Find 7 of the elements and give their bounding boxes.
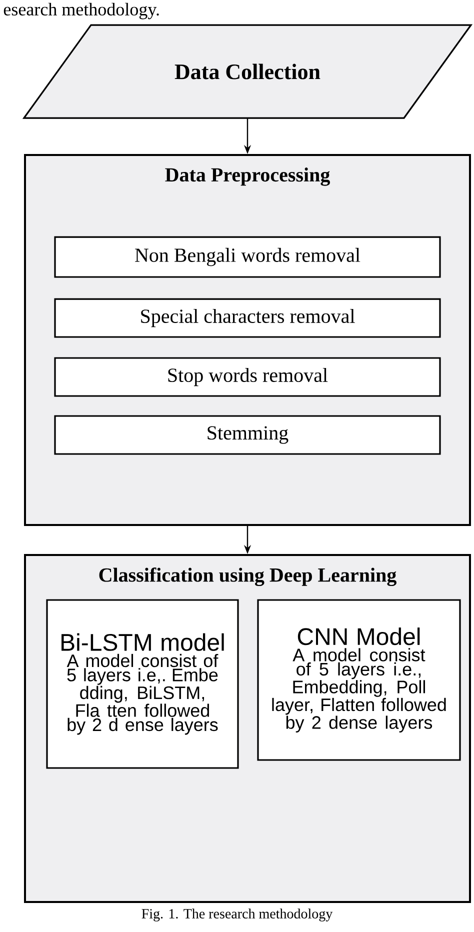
process-box: Non Bengali words removal: [54, 236, 441, 278]
model-box: Bi-LSTM model A model consist of 5 layers i.e,. Embe dding, BiLSTM, Fla tten followed by 2 d ense layers: [46, 599, 239, 769]
process-box: Stemming: [54, 415, 441, 455]
figure-caption: Fig. 1. The research methodology: [142, 908, 333, 922]
process-box: Stop words removal: [54, 357, 441, 397]
process-box: Special characters removal: [54, 298, 441, 338]
model-box: CNN Model A model consist of 5 layers i.e., Embedding, Poll layer, Flatten followed by 2 dense layers: [257, 599, 461, 761]
